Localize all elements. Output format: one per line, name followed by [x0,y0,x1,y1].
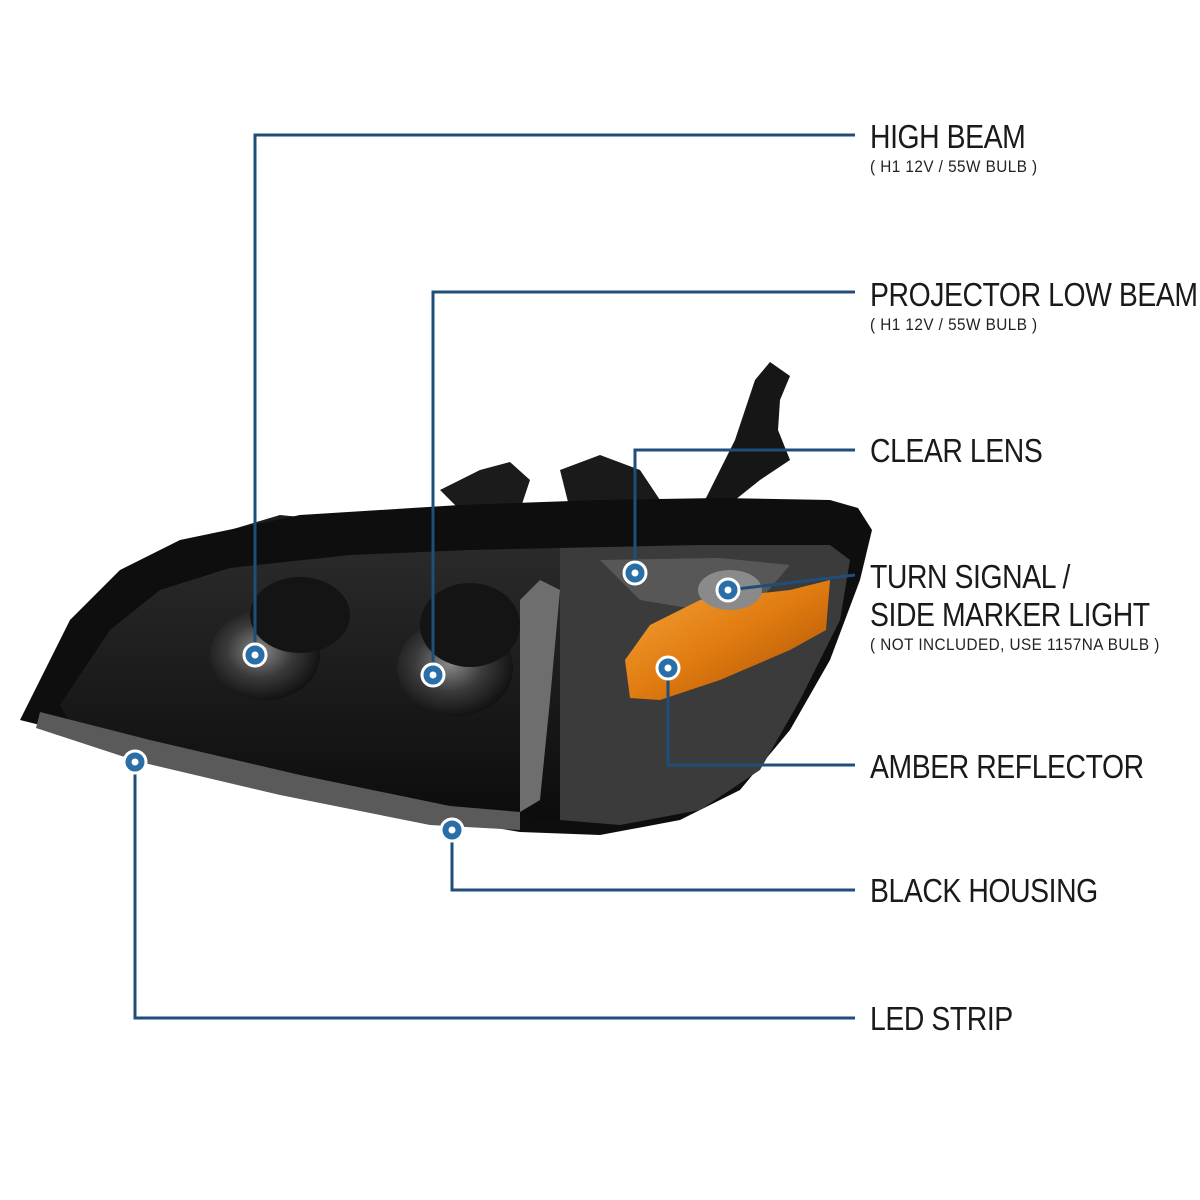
amber-reflector-title: AMBER REFLECTOR [870,748,1144,785]
callout-dots [122,560,741,843]
projector-low-beam-sub: ( H1 12V / 55W BULB ) [870,315,1038,334]
turn-signal-sub: ( NOT INCLUDED, USE 1157NA BULB ) [870,635,1160,654]
high-beam-title: HIGH BEAM [870,118,1026,155]
projector-low-beam-title: PROJECTOR LOW BEAM [870,276,1198,313]
callout-dot-center [724,586,732,594]
label-turn-signal: TURN SIGNAL / SIDE MARKER LIGHT ( NOT IN… [870,558,1195,656]
callout-dot-center [631,569,639,577]
label-black-housing: BLACK HOUSING [870,872,1135,910]
amber-reflector-line [666,668,855,767]
side-marker-title: SIDE MARKER LIGHT [870,596,1150,633]
high-beam-line [253,133,855,655]
clear-lens-line [633,448,855,573]
led-strip-title: LED STRIP [870,1000,1013,1037]
label-clear-lens: CLEAR LENS [870,432,1070,470]
label-high-beam: HIGH BEAM ( H1 12V / 55W BULB ) [870,118,1056,178]
led-strip-line [133,762,855,1020]
label-projector-low-beam: PROJECTOR LOW BEAM ( H1 12V / 55W BULB ) [870,276,1200,336]
callout-lines [133,133,856,1020]
callout-dot-center [429,671,437,679]
projector-low-beam-line [431,290,855,675]
callout-dot-center [131,758,139,766]
black-housing-title: BLACK HOUSING [870,872,1098,909]
callout-dot-center [251,651,259,659]
turn-signal-title: TURN SIGNAL / [870,558,1070,595]
clear-lens-title: CLEAR LENS [870,432,1043,469]
turn-signal-line [727,573,856,592]
high-beam-sub: ( H1 12V / 55W BULB ) [870,157,1038,176]
label-amber-reflector: AMBER REFLECTOR [870,748,1188,786]
callout-dot-center [448,826,456,834]
callout-dot-center [664,664,672,672]
label-led-strip: LED STRIP [870,1000,1036,1038]
black-housing-line [450,830,855,892]
headlight-illustration [20,362,872,835]
